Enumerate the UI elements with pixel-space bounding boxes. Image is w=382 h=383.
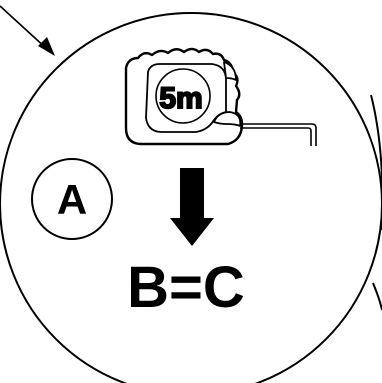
pointer-arrow-icon xyxy=(0,5,55,56)
adjacent-step-circle-lower xyxy=(372,282,382,311)
result-equation: B=C xyxy=(127,255,245,320)
step-badge: A xyxy=(31,158,113,240)
tape-length-label: 5m xyxy=(159,82,202,115)
tape-measure-icon: 5m xyxy=(124,47,317,146)
adjacent-step-circle xyxy=(370,94,382,230)
detail-circle xyxy=(0,12,382,383)
step-badge-label: A xyxy=(57,176,87,223)
arrow-down-icon xyxy=(170,168,214,246)
